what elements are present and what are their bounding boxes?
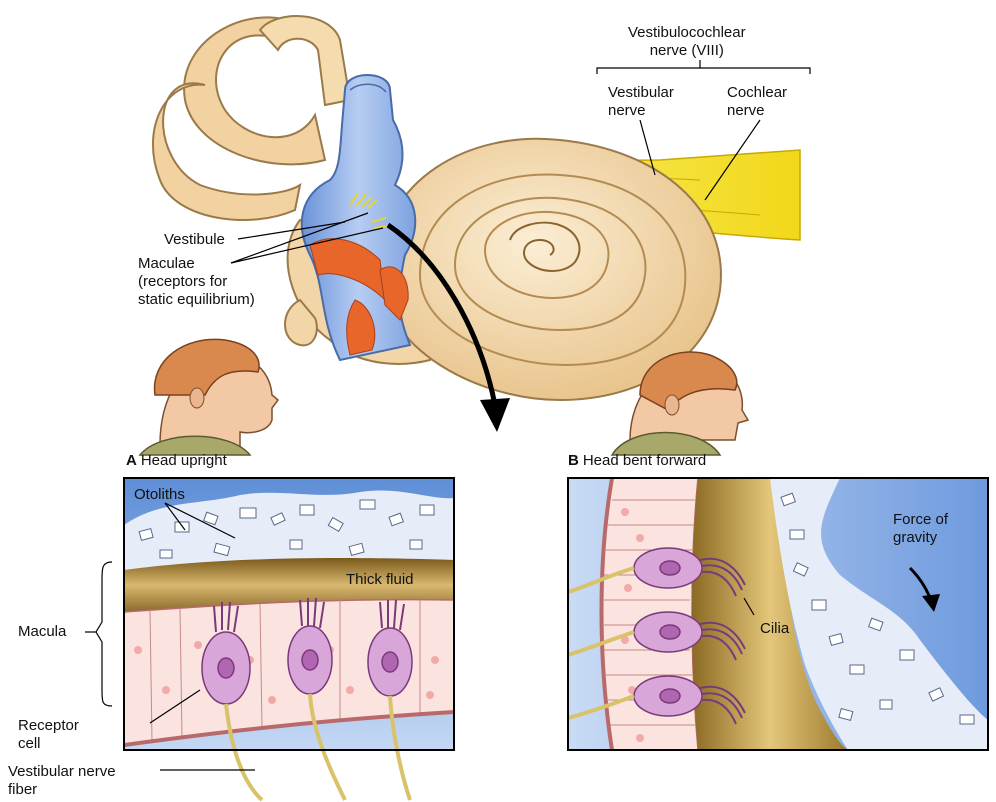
label-receptor-cell: Receptor cell [18, 717, 79, 753]
label-vestibule: Vestibule [164, 231, 225, 249]
label-thick-fluid: Thick fluid [346, 571, 414, 589]
caption-title-b: Head bent forward [583, 452, 706, 469]
label-maculae: Maculae (receptors for static equilibriu… [138, 255, 255, 309]
caption-title-a: Head upright [141, 452, 227, 469]
label-vestibulocochlear-nerve: Vestibulocochlear nerve (VIII) [628, 24, 746, 60]
head-upright-figure [140, 339, 278, 455]
caption-letter-a: A [126, 452, 137, 469]
label-vestibular-nerve-fiber: Vestibular nerve fiber [8, 763, 116, 799]
caption-letter-b: B [568, 452, 579, 469]
label-cochlear-nerve: Cochlear nerve [727, 84, 787, 120]
label-otoliths: Otoliths [134, 486, 185, 504]
label-macula: Macula [18, 623, 66, 641]
label-cilia: Cilia [760, 620, 789, 638]
label-force-of-gravity: Force of gravity [893, 511, 948, 547]
label-vestibular-nerve: Vestibular nerve [608, 84, 674, 120]
panel-a [124, 478, 454, 800]
